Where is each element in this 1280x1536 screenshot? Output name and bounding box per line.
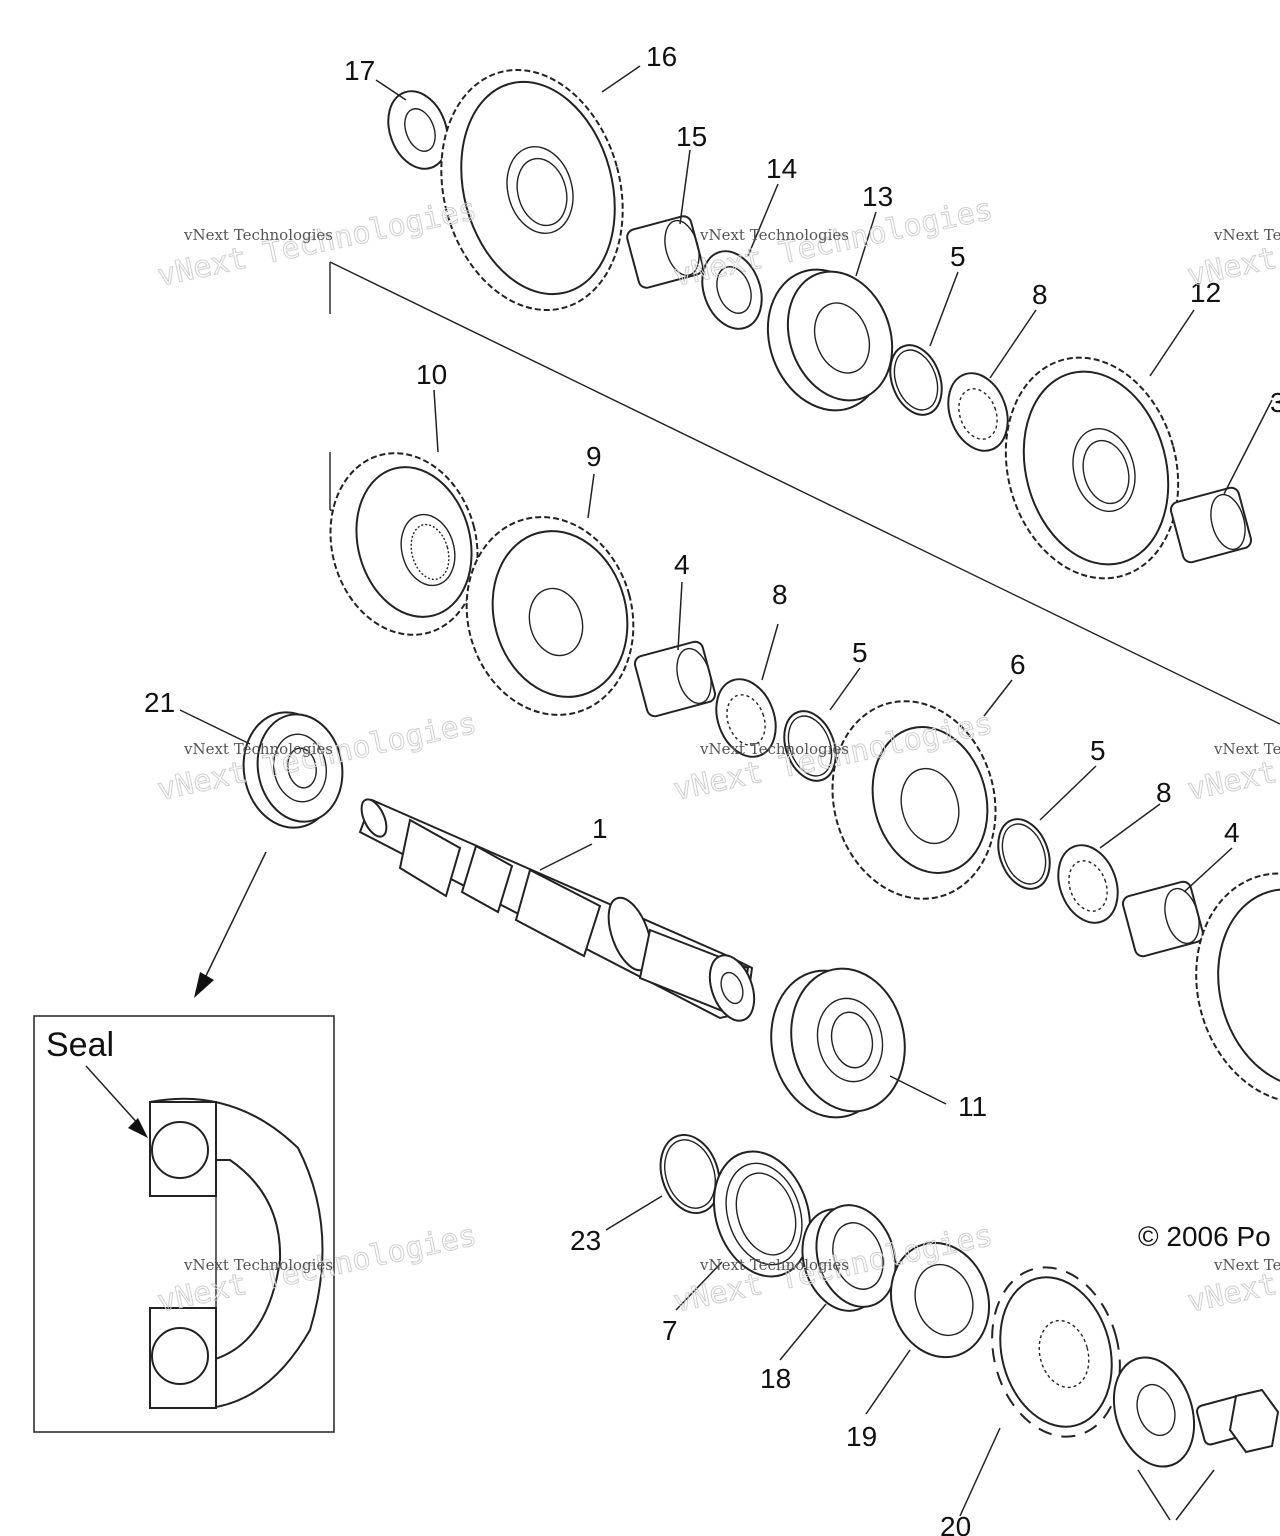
- seal-7: [712, 1150, 812, 1278]
- callout-5-top: 5: [950, 241, 966, 272]
- callout-9: 9: [586, 441, 602, 472]
- lock-washer: [1112, 1356, 1196, 1468]
- callout-8-lower: 8: [1156, 777, 1172, 808]
- svg-text:vNext Technologies: vNext Technologies: [1213, 1256, 1280, 1274]
- callout-16: 16: [646, 41, 677, 72]
- bushing-15: [626, 215, 704, 289]
- gear-partial-right: [1195, 872, 1280, 1104]
- callout-14: 14: [766, 153, 797, 184]
- callout-7: 7: [662, 1315, 678, 1346]
- washer-17: [387, 90, 449, 170]
- callout-10: 10: [416, 359, 447, 390]
- gear-10: [329, 452, 479, 636]
- washer-14: [701, 250, 763, 330]
- bearing-21: [242, 711, 344, 829]
- callout-8-top: 8: [1032, 279, 1048, 310]
- svg-text:vNext Technologies: vNext Technologies: [183, 226, 333, 244]
- gear-12: [1004, 356, 1180, 580]
- seal-detail-inset: Seal: [33, 1015, 335, 1433]
- callout-12: 12: [1190, 277, 1221, 308]
- splined-washer-8-middle: [715, 678, 777, 758]
- callout-23: 23: [570, 1225, 601, 1256]
- callout-21: 21: [144, 687, 175, 718]
- main-shaft-1: [358, 798, 756, 1022]
- callout-4-middle: 4: [674, 549, 690, 580]
- dog-gear-6: [831, 700, 997, 900]
- snap-ring-5-middle: [783, 710, 837, 782]
- svg-text:vNext Technologies: vNext Technologies: [1213, 740, 1280, 758]
- callout-18: 18: [760, 1363, 791, 1394]
- flange-nut: [1196, 1388, 1280, 1454]
- watermark: vNext Technologies vNext Technologies: [1184, 705, 1280, 808]
- callout-3: 3: [1270, 387, 1280, 418]
- snap-ring-5-top: [889, 344, 943, 416]
- copyright-text: © 2006 Po: [1138, 1221, 1271, 1252]
- callout-4-lower: 4: [1224, 817, 1240, 848]
- svg-text:vNext Technologies: vNext Technologies: [183, 1256, 333, 1274]
- callout-19: 19: [846, 1421, 877, 1452]
- snap-ring-5-lower: [997, 818, 1051, 890]
- dog-gear-13: [766, 268, 894, 412]
- watermark: vNext Technologies vNext Technologies: [154, 191, 480, 294]
- inset-title: Seal: [46, 1026, 114, 1064]
- svg-text:vNext Technologies: vNext Technologies: [699, 226, 849, 244]
- detail-arrow: [194, 851, 267, 998]
- callout-labels: 17 16 15 14 13 5 8 12 3 10 9 4 8 5 6 5 8…: [144, 41, 1280, 1536]
- svg-text:vNext Technologies: vNext Technologies: [699, 1256, 849, 1274]
- bushing-4-middle: [633, 640, 717, 718]
- callout-1: 1: [592, 813, 608, 844]
- splined-washer-8-top: [947, 372, 1009, 452]
- spacer-18: [801, 1204, 897, 1312]
- callout-13: 13: [862, 181, 893, 212]
- bushing-4-lower: [1121, 880, 1205, 958]
- washer-19: [889, 1241, 991, 1359]
- svg-text:vNext Technologies: vNext Technologies: [699, 740, 849, 758]
- callout-20: 20: [940, 1511, 971, 1536]
- o-ring-23: [659, 1133, 721, 1215]
- gear-9: [465, 516, 635, 716]
- callout-11: 11: [958, 1091, 987, 1122]
- gear-16: [440, 68, 624, 312]
- callout-15: 15: [676, 121, 707, 152]
- leader-lines: [179, 65, 1273, 1521]
- watermark: vNext Technologies vNext Technologies: [1184, 191, 1280, 294]
- callout-5-lower: 5: [1090, 735, 1106, 766]
- sprocket-20: [991, 1266, 1121, 1438]
- bearing-11: [770, 967, 906, 1119]
- splined-washer-8-lower: [1057, 844, 1119, 924]
- svg-text:vNext Technologies: vNext Technologies: [183, 740, 333, 758]
- callout-17: 17: [344, 55, 375, 86]
- callout-6: 6: [1010, 649, 1026, 680]
- bushing-3: [1169, 486, 1253, 564]
- callout-5-middle: 5: [852, 637, 868, 668]
- svg-text:vNext Technologies: vNext Technologies: [1213, 226, 1280, 244]
- callout-8-middle: 8: [772, 579, 788, 610]
